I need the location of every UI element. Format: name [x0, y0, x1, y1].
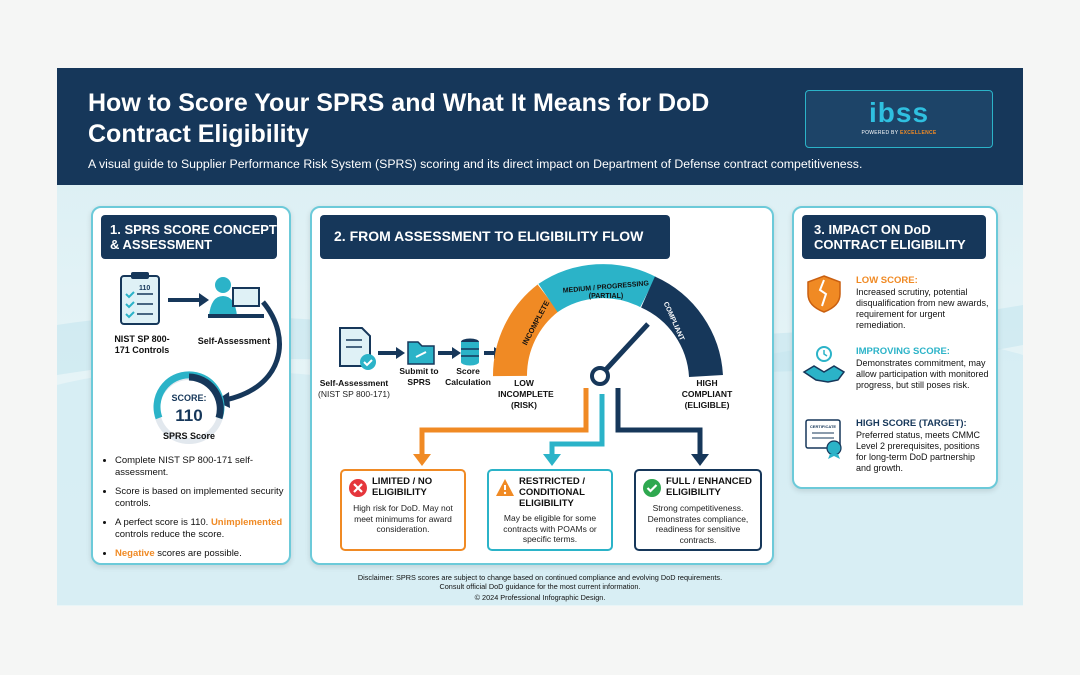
- list-item: Complete NIST SP 800-171 self-assessment…: [115, 455, 297, 479]
- panel-eligibility-flow: 2. FROM ASSESSMENT TO ELIGIBILITY FLOW: [310, 206, 774, 565]
- gauge-high-label: HIGH COMPLIANT (ELIGIBLE): [681, 378, 733, 410]
- ibss-logo: ibss POWERED BY EXCELLENCE: [805, 90, 993, 148]
- flow-illustration: INCOMPLETE MEDIUM / PROGRESSING (PARTIAL…: [339, 264, 723, 466]
- error-x-icon: [349, 479, 367, 497]
- score-ring-icon: [153, 371, 225, 444]
- logo-tagline-prefix: POWERED BY: [861, 130, 900, 136]
- perfect-score-text: A perfect score is 110.: [115, 517, 209, 528]
- improving-score-body: Demonstrates commitment, may allow parti…: [856, 358, 989, 390]
- gauge-seg-partial: (PARTIAL): [589, 293, 623, 300]
- card-body: Strong competitiveness. Demonstrates com…: [647, 503, 749, 545]
- copyright: © 2024 Professional Infographic Design.: [474, 593, 606, 602]
- logo-tagline: POWERED BY EXCELLENCE: [806, 130, 992, 136]
- navy-connector: [615, 388, 703, 458]
- low-score-head: LOW SCORE:: [856, 275, 918, 286]
- eligibility-gauge: [492, 264, 723, 386]
- negative-scores-text: scores are possible.: [157, 548, 242, 559]
- high-score-body: Preferred status, meets CMMC Level 2 pre…: [856, 430, 981, 473]
- card-body: High risk for DoD. May not meet minimums…: [353, 503, 453, 534]
- improving-score-head: IMPROVING SCORE:: [856, 346, 950, 357]
- teal-connector: [549, 394, 605, 458]
- step-submit: Submit to SPRS: [399, 366, 439, 387]
- negative-highlight: Negative: [115, 548, 155, 559]
- warning-icon: [496, 479, 514, 496]
- infographic: How to Score Your SPRS and What It Means…: [57, 68, 1023, 606]
- header-banner: How to Score Your SPRS and What It Means…: [57, 68, 1023, 185]
- card-body: May be eligible for some contracts with …: [503, 513, 597, 544]
- broken-shield-icon: [807, 275, 841, 313]
- disclaimer-line-2: Consult official DoD guidance for the mo…: [439, 582, 641, 591]
- handshake-icon: [802, 346, 846, 383]
- gauge-low-label: LOW INCOMPLETE (RISK): [498, 378, 554, 410]
- curved-arrow-icon: [224, 300, 282, 403]
- check-circle-icon: [643, 479, 661, 497]
- page-subtitle: A visual guide to Supplier Performance R…: [88, 157, 863, 171]
- card-conditional-eligibility: RESTRICTED / CONDITIONAL ELIGIBILITY May…: [487, 469, 613, 551]
- low-score-body: Increased scrutiny, potential disqualifi…: [856, 287, 989, 330]
- orange-connector: [419, 388, 589, 458]
- concept-illustration: 110 SCORE: 110: [120, 272, 282, 444]
- panel-2-title: 2. FROM ASSESSMENT TO ELIGIBILITY FLOW: [320, 215, 670, 259]
- person-computer-icon: [208, 277, 264, 318]
- reduce-score-text: controls reduce the score.: [115, 529, 225, 540]
- certificate-icon: CERTIFICATE: [805, 419, 842, 459]
- panel-impact: 3. IMPACT ON DoD CONTRACT ELIGIBILITY LO…: [792, 206, 998, 489]
- card-title: FULL / ENHANCED ELIGIBILITY: [666, 476, 752, 498]
- page-title: How to Score Your SPRS and What It Means…: [88, 89, 710, 148]
- panel-3-title: 3. IMPACT ON DoD CONTRACT ELIGIBILITY: [802, 215, 986, 259]
- logo-tagline-accent: EXCELLENCE: [899, 130, 937, 136]
- card-title: RESTRICTED / CONDITIONAL ELIGIBILITY: [519, 476, 585, 509]
- sprs-score-label: SPRS Score: [162, 431, 216, 441]
- disclaimer-line-1: Disclaimer: SPRS scores are subject to c…: [357, 573, 723, 582]
- step-self-assessment: Self-Assessment: [319, 378, 389, 388]
- database-icon: [461, 338, 479, 366]
- logo-wordmark: ibss: [868, 97, 930, 128]
- panel-score-concept: 1. SPRS SCORE CONCEPT & ASSESSMENT 110: [91, 206, 291, 565]
- concept-bullets: Complete NIST SP 800-171 self-assessment…: [101, 455, 297, 567]
- card-title: LIMITED / NO ELIGIBILITY: [372, 476, 433, 498]
- nist-controls-label: NIST SP 800-171 Controls: [114, 334, 170, 355]
- folder-icon: [407, 341, 435, 365]
- step-calculation: Score Calculation: [445, 366, 491, 387]
- document-check-icon: [339, 327, 376, 370]
- clipboard-icon: [120, 272, 160, 325]
- list-item: Negative scores are possible.: [115, 548, 297, 560]
- score-value: 110: [175, 406, 202, 425]
- panel-1-title: 1. SPRS SCORE CONCEPT & ASSESSMENT: [101, 215, 277, 259]
- step-self-assessment-sub: (NIST SP 800-171): [318, 389, 390, 399]
- list-item: A perfect score is 110. Unimplemented co…: [115, 517, 297, 541]
- unimplemented-highlight: Unimplemented: [210, 517, 283, 528]
- self-assessment-label: Self-Assessment: [197, 336, 271, 346]
- card-full-eligibility: FULL / ENHANCED ELIGIBILITY Strong compe…: [634, 469, 762, 551]
- clipboard-number: 110: [139, 285, 150, 292]
- list-item: Score is based on implemented security c…: [115, 486, 297, 510]
- certificate-lettering: CERTIFICATE: [810, 424, 836, 429]
- high-score-head: HIGH SCORE (TARGET):: [856, 418, 967, 429]
- score-label: SCORE:: [171, 393, 206, 403]
- card-limited-eligibility: LIMITED / NO ELIGIBILITY High risk for D…: [340, 469, 466, 551]
